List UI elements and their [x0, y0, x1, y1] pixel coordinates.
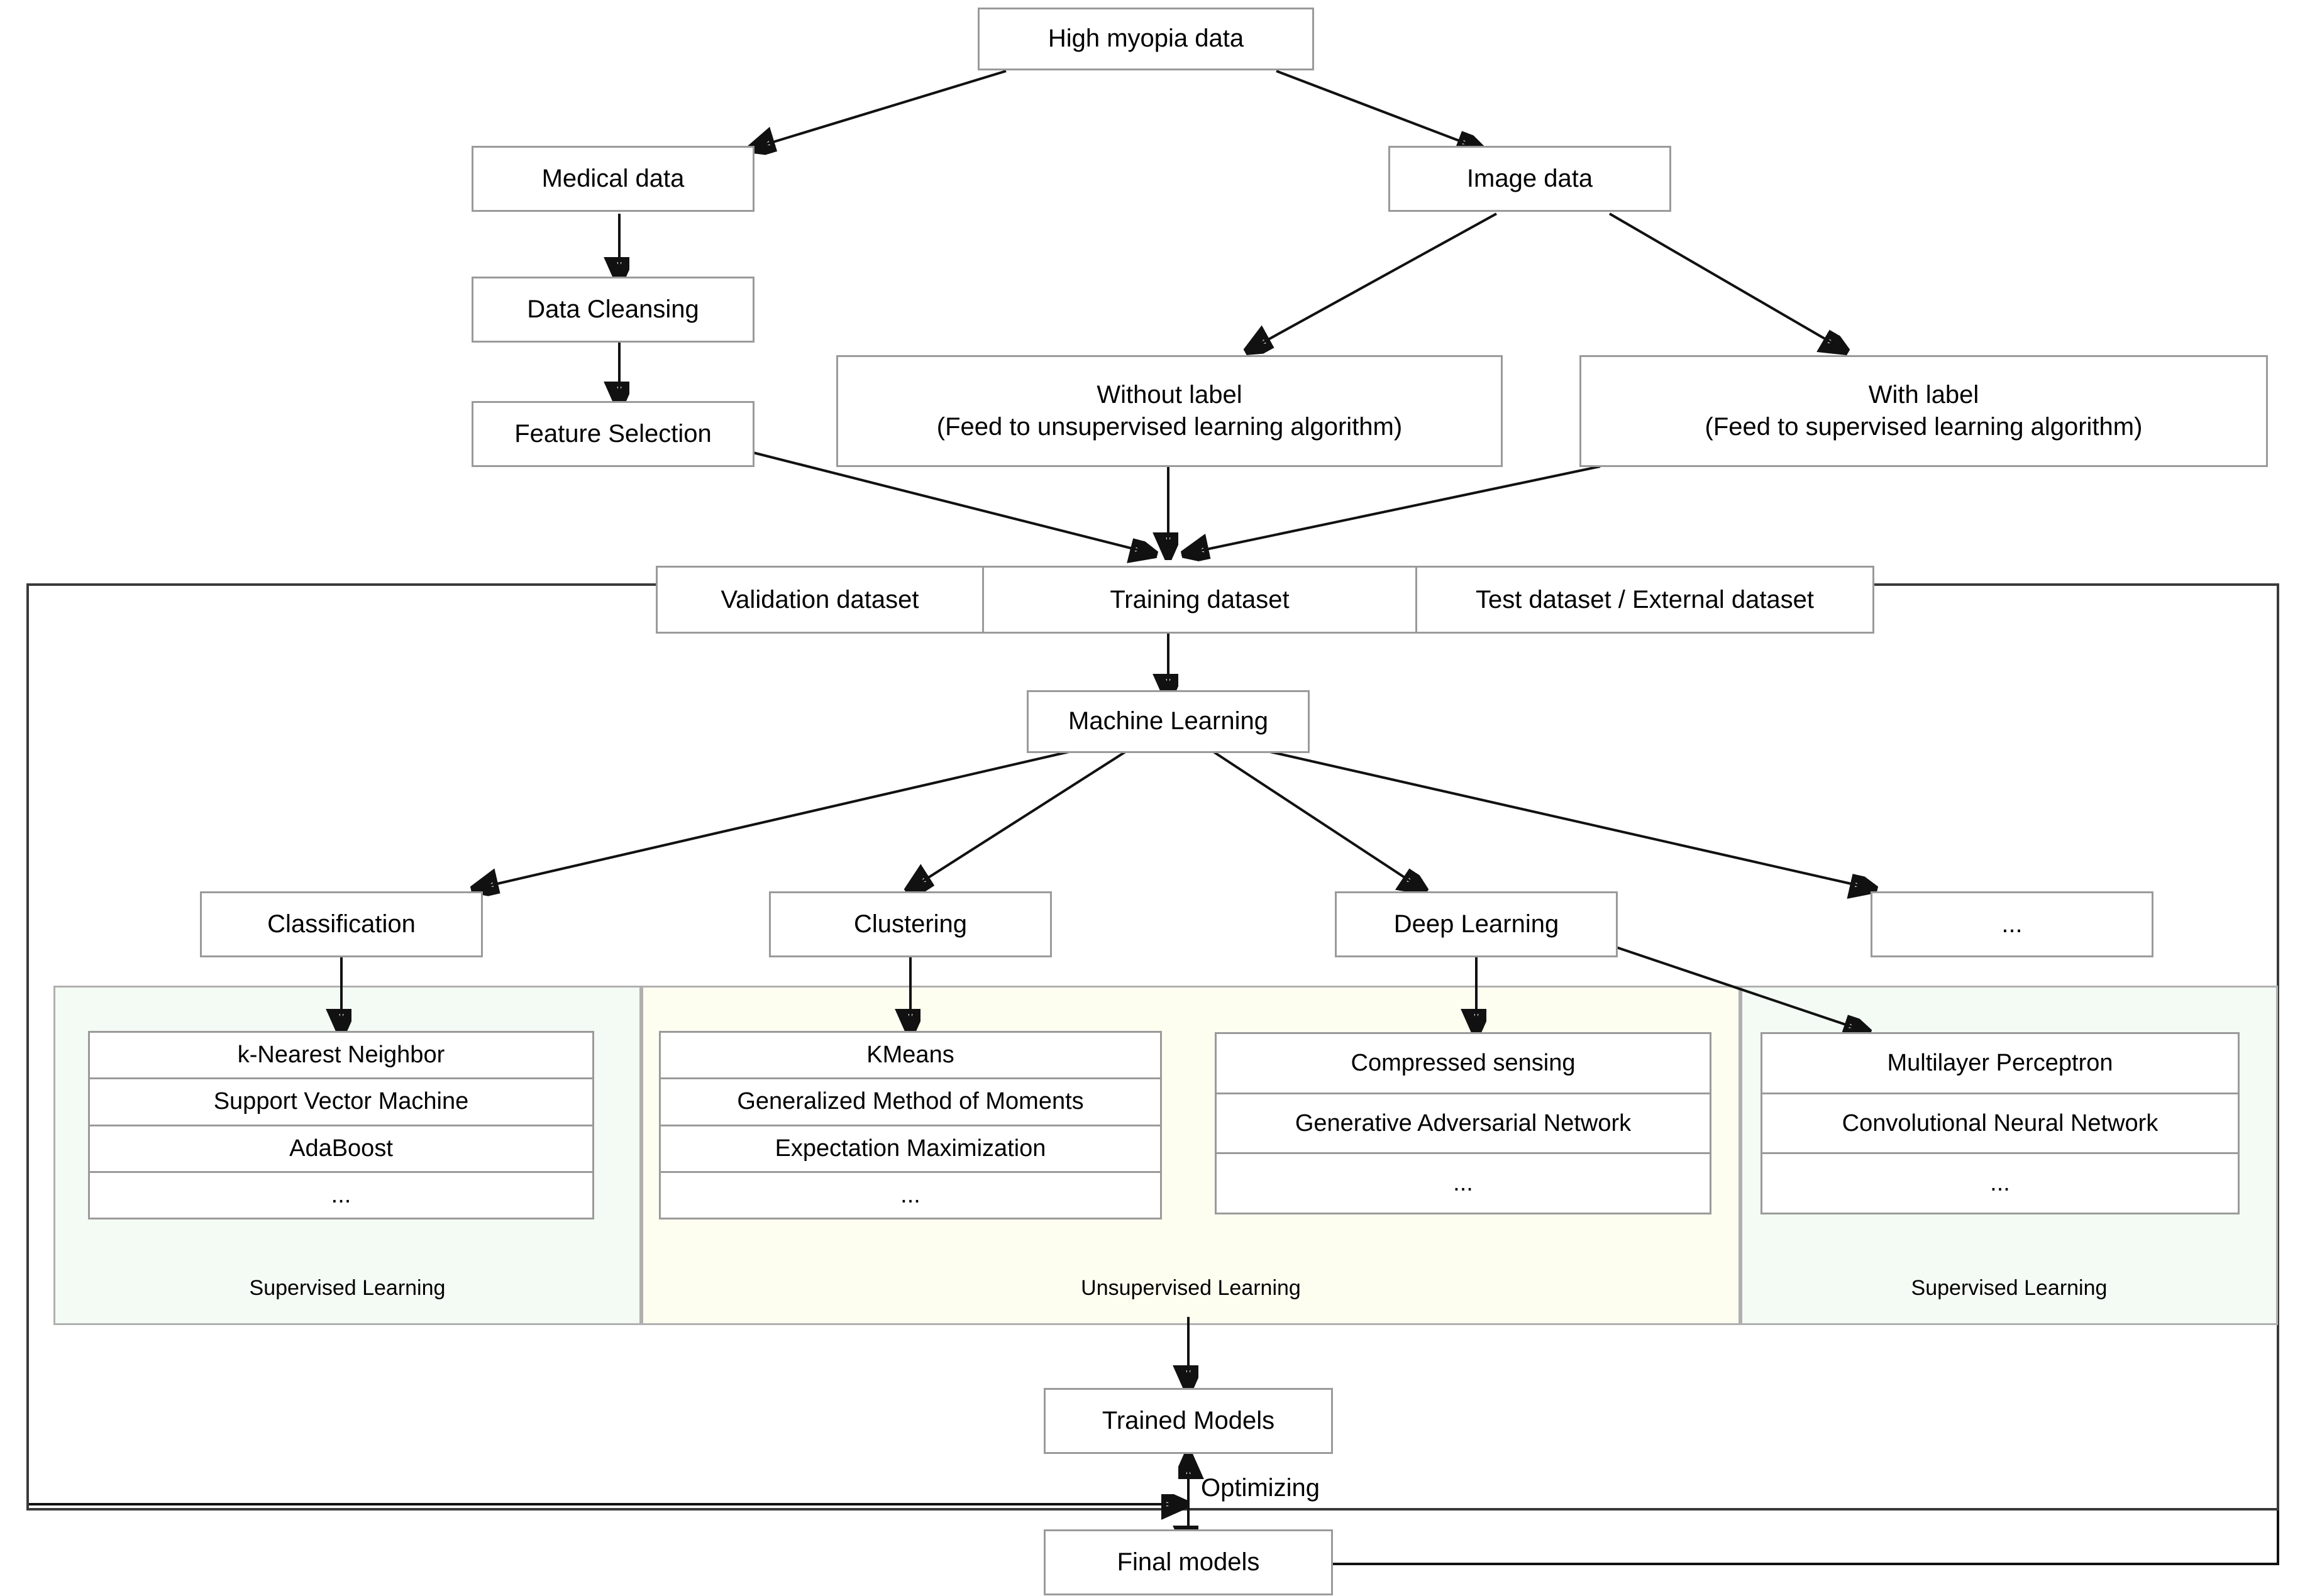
- node-data-cleansing[interactable]: Data Cleansing: [472, 277, 755, 343]
- algo-label: Support Vector Machine: [213, 1088, 469, 1115]
- node-label-line1: Without label: [1097, 380, 1242, 409]
- dataset-segment-label: Test dataset / External dataset: [1475, 585, 1815, 614]
- algo-label: Generalized Method of Moments: [737, 1088, 1084, 1115]
- algo-row[interactable]: ...: [90, 1173, 592, 1218]
- algo-row[interactable]: Support Vector Machine: [90, 1079, 592, 1126]
- node-label: Data Cleansing: [527, 295, 699, 323]
- node-label: ...: [2001, 910, 2023, 938]
- edge-image-withlabel: [1608, 212, 1842, 349]
- node-label: Classification: [267, 910, 416, 938]
- node-deep-learning[interactable]: Deep Learning: [1335, 891, 1618, 957]
- algo-row[interactable]: Expectation Maximization: [661, 1126, 1160, 1173]
- node-label: Final models: [1117, 1548, 1260, 1576]
- panel-caption-text: Supervised Learning: [1911, 1276, 2108, 1300]
- dataset-segment-training[interactable]: Training dataset: [984, 568, 1417, 632]
- algo-row[interactable]: k-Nearest Neighbor: [90, 1033, 592, 1080]
- dataset-segment-label: Training dataset: [1110, 585, 1290, 614]
- algo-row[interactable]: Multilayer Perceptron: [1762, 1034, 2238, 1094]
- algo-row[interactable]: KMeans: [661, 1033, 1160, 1080]
- panel-caption-unsupervised: Unsupervised Learning: [641, 1276, 1740, 1301]
- node-label-line2: (Feed to supervised learning algorithm): [1705, 413, 2143, 441]
- algo-label: ...: [331, 1181, 351, 1208]
- algo-row[interactable]: Convolutional Neural Network: [1762, 1094, 2238, 1155]
- node-image-data[interactable]: Image data: [1388, 146, 1671, 212]
- node-label: Feature Selection: [514, 419, 712, 448]
- edge-highmyopia-medical: [755, 70, 1007, 148]
- node-label: Clustering: [853, 910, 968, 938]
- algo-label: Compressed sensing: [1351, 1049, 1576, 1076]
- node-label-line1: With label: [1868, 380, 1979, 409]
- algo-stack-classification: k-Nearest Neighbor Support Vector Machin…: [88, 1031, 594, 1219]
- node-trained-models[interactable]: Trained Models: [1044, 1388, 1333, 1454]
- node-label: Trained Models: [1102, 1406, 1275, 1434]
- node-feature-selection[interactable]: Feature Selection: [472, 401, 755, 467]
- panel-caption-supervised-deeplearning: Supervised Learning: [1740, 1276, 2278, 1301]
- dataset-segment-test[interactable]: Test dataset / External dataset: [1417, 568, 1872, 632]
- algo-label: k-Nearest Neighbor: [237, 1042, 445, 1069]
- node-label: Medical data: [541, 164, 685, 192]
- algo-label: ...: [1453, 1170, 1473, 1197]
- algo-label: ...: [900, 1181, 920, 1208]
- edge-label-optimizing: Optimizing: [1201, 1474, 1320, 1502]
- algo-label: KMeans: [866, 1042, 954, 1069]
- node-without-label[interactable]: Without label (Feed to unsupervised lear…: [836, 355, 1503, 467]
- edge-label-text: Optimizing: [1201, 1474, 1320, 1502]
- dataset-segment-label: Validation dataset: [721, 585, 919, 614]
- edge-highmyopia-image: [1276, 70, 1478, 148]
- algo-stack-deeplearning-unsupervised: Compressed sensing Generative Adversaria…: [1215, 1032, 1711, 1214]
- panel-caption-text: Supervised Learning: [249, 1276, 446, 1300]
- panel-caption-text: Unsupervised Learning: [1081, 1276, 1301, 1300]
- algo-row[interactable]: Generalized Method of Moments: [661, 1079, 1160, 1126]
- algo-label: AdaBoost: [289, 1135, 393, 1162]
- algo-stack-clustering: KMeans Generalized Method of Moments Exp…: [659, 1031, 1162, 1219]
- node-with-label[interactable]: With label (Feed to supervised learning …: [1579, 355, 2268, 467]
- dataset-split-bar: Validation dataset Training dataset Test…: [656, 566, 1874, 634]
- edge-image-withoutlabel: [1251, 212, 1497, 349]
- node-machine-learning[interactable]: Machine Learning: [1027, 690, 1310, 753]
- node-final-models[interactable]: Final models: [1044, 1529, 1333, 1595]
- node-more-methods[interactable]: ...: [1871, 891, 2153, 957]
- algo-row[interactable]: ...: [1217, 1154, 1710, 1213]
- algo-row[interactable]: ...: [1762, 1154, 2238, 1213]
- algo-label: Multilayer Perceptron: [1887, 1049, 2113, 1076]
- algo-row[interactable]: Generative Adversarial Network: [1217, 1094, 1710, 1155]
- node-label: High myopia data: [1047, 25, 1244, 53]
- algo-stack-deeplearning-supervised: Multilayer Perceptron Convolutional Neur…: [1761, 1032, 2240, 1214]
- node-label-line2: (Feed to unsupervised learning algorithm…: [936, 413, 1403, 441]
- node-label: Image data: [1466, 164, 1593, 192]
- panel-caption-supervised-classification: Supervised Learning: [53, 1276, 641, 1301]
- algo-row[interactable]: Compressed sensing: [1217, 1034, 1710, 1094]
- algo-row[interactable]: AdaBoost: [90, 1126, 592, 1173]
- node-high-myopia-data[interactable]: High myopia data: [978, 8, 1314, 70]
- node-medical-data[interactable]: Medical data: [472, 146, 755, 212]
- node-classification[interactable]: Classification: [200, 891, 483, 957]
- algo-label: Convolutional Neural Network: [1842, 1109, 2159, 1136]
- algo-label: Generative Adversarial Network: [1295, 1109, 1632, 1136]
- node-label: Machine Learning: [1068, 707, 1268, 735]
- edge-withlabel-training: [1188, 465, 1601, 553]
- dataset-segment-validation[interactable]: Validation dataset: [658, 568, 984, 632]
- edge-frame-finalmodels: [1308, 1511, 2279, 1564]
- algo-label: ...: [1990, 1170, 2010, 1197]
- algo-label: Expectation Maximization: [775, 1135, 1046, 1162]
- node-label: Deep Learning: [1393, 910, 1559, 938]
- algo-row[interactable]: ...: [661, 1173, 1160, 1218]
- node-clustering[interactable]: Clustering: [769, 891, 1052, 957]
